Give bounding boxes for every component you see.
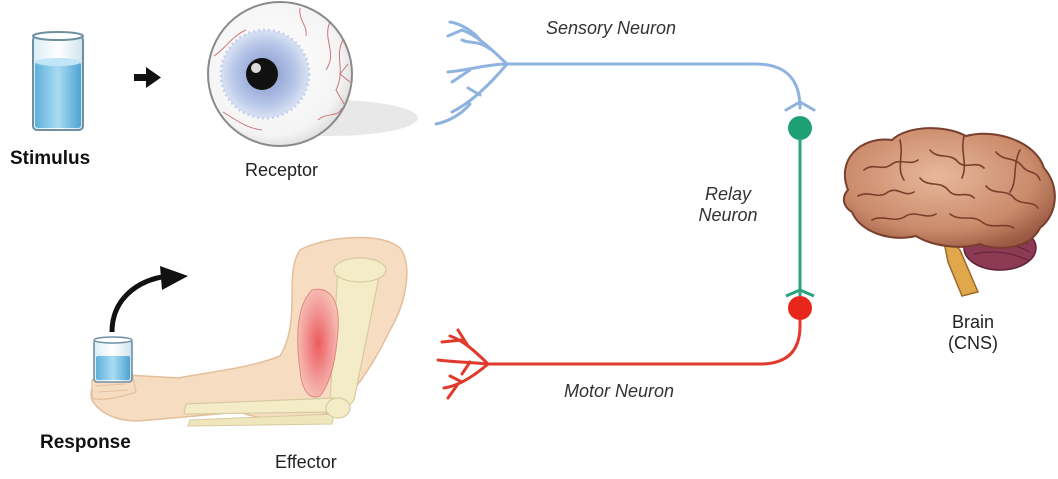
brain-label-line2: (CNS) xyxy=(928,333,1018,354)
response-label: Response xyxy=(40,432,131,454)
eyeball-icon xyxy=(208,2,418,146)
brain-label: Brain (CNS) xyxy=(928,312,1018,354)
arm-icon xyxy=(91,237,407,426)
curved-arrow-icon xyxy=(112,266,188,332)
motor-neuron-label: Motor Neuron xyxy=(564,381,674,402)
motor-neuron-cell-body xyxy=(788,296,812,320)
brain-icon xyxy=(844,128,1055,296)
receptor-label: Receptor xyxy=(245,160,318,181)
brain-label-line1: Brain xyxy=(928,312,1018,333)
effector-label: Effector xyxy=(275,452,337,473)
beaker-in-hand-icon xyxy=(94,337,132,382)
arrow-right-icon xyxy=(134,67,161,88)
relay-neuron-label: Relay Neuron xyxy=(686,184,770,226)
relay-neuron-label-line2: Neuron xyxy=(686,205,770,226)
beaker-icon xyxy=(33,32,83,130)
sensory-neuron-label: Sensory Neuron xyxy=(546,18,676,39)
relay-neuron-label-line1: Relay xyxy=(686,184,770,205)
relay-neuron xyxy=(786,116,814,296)
stimulus-label: Stimulus xyxy=(10,148,90,170)
